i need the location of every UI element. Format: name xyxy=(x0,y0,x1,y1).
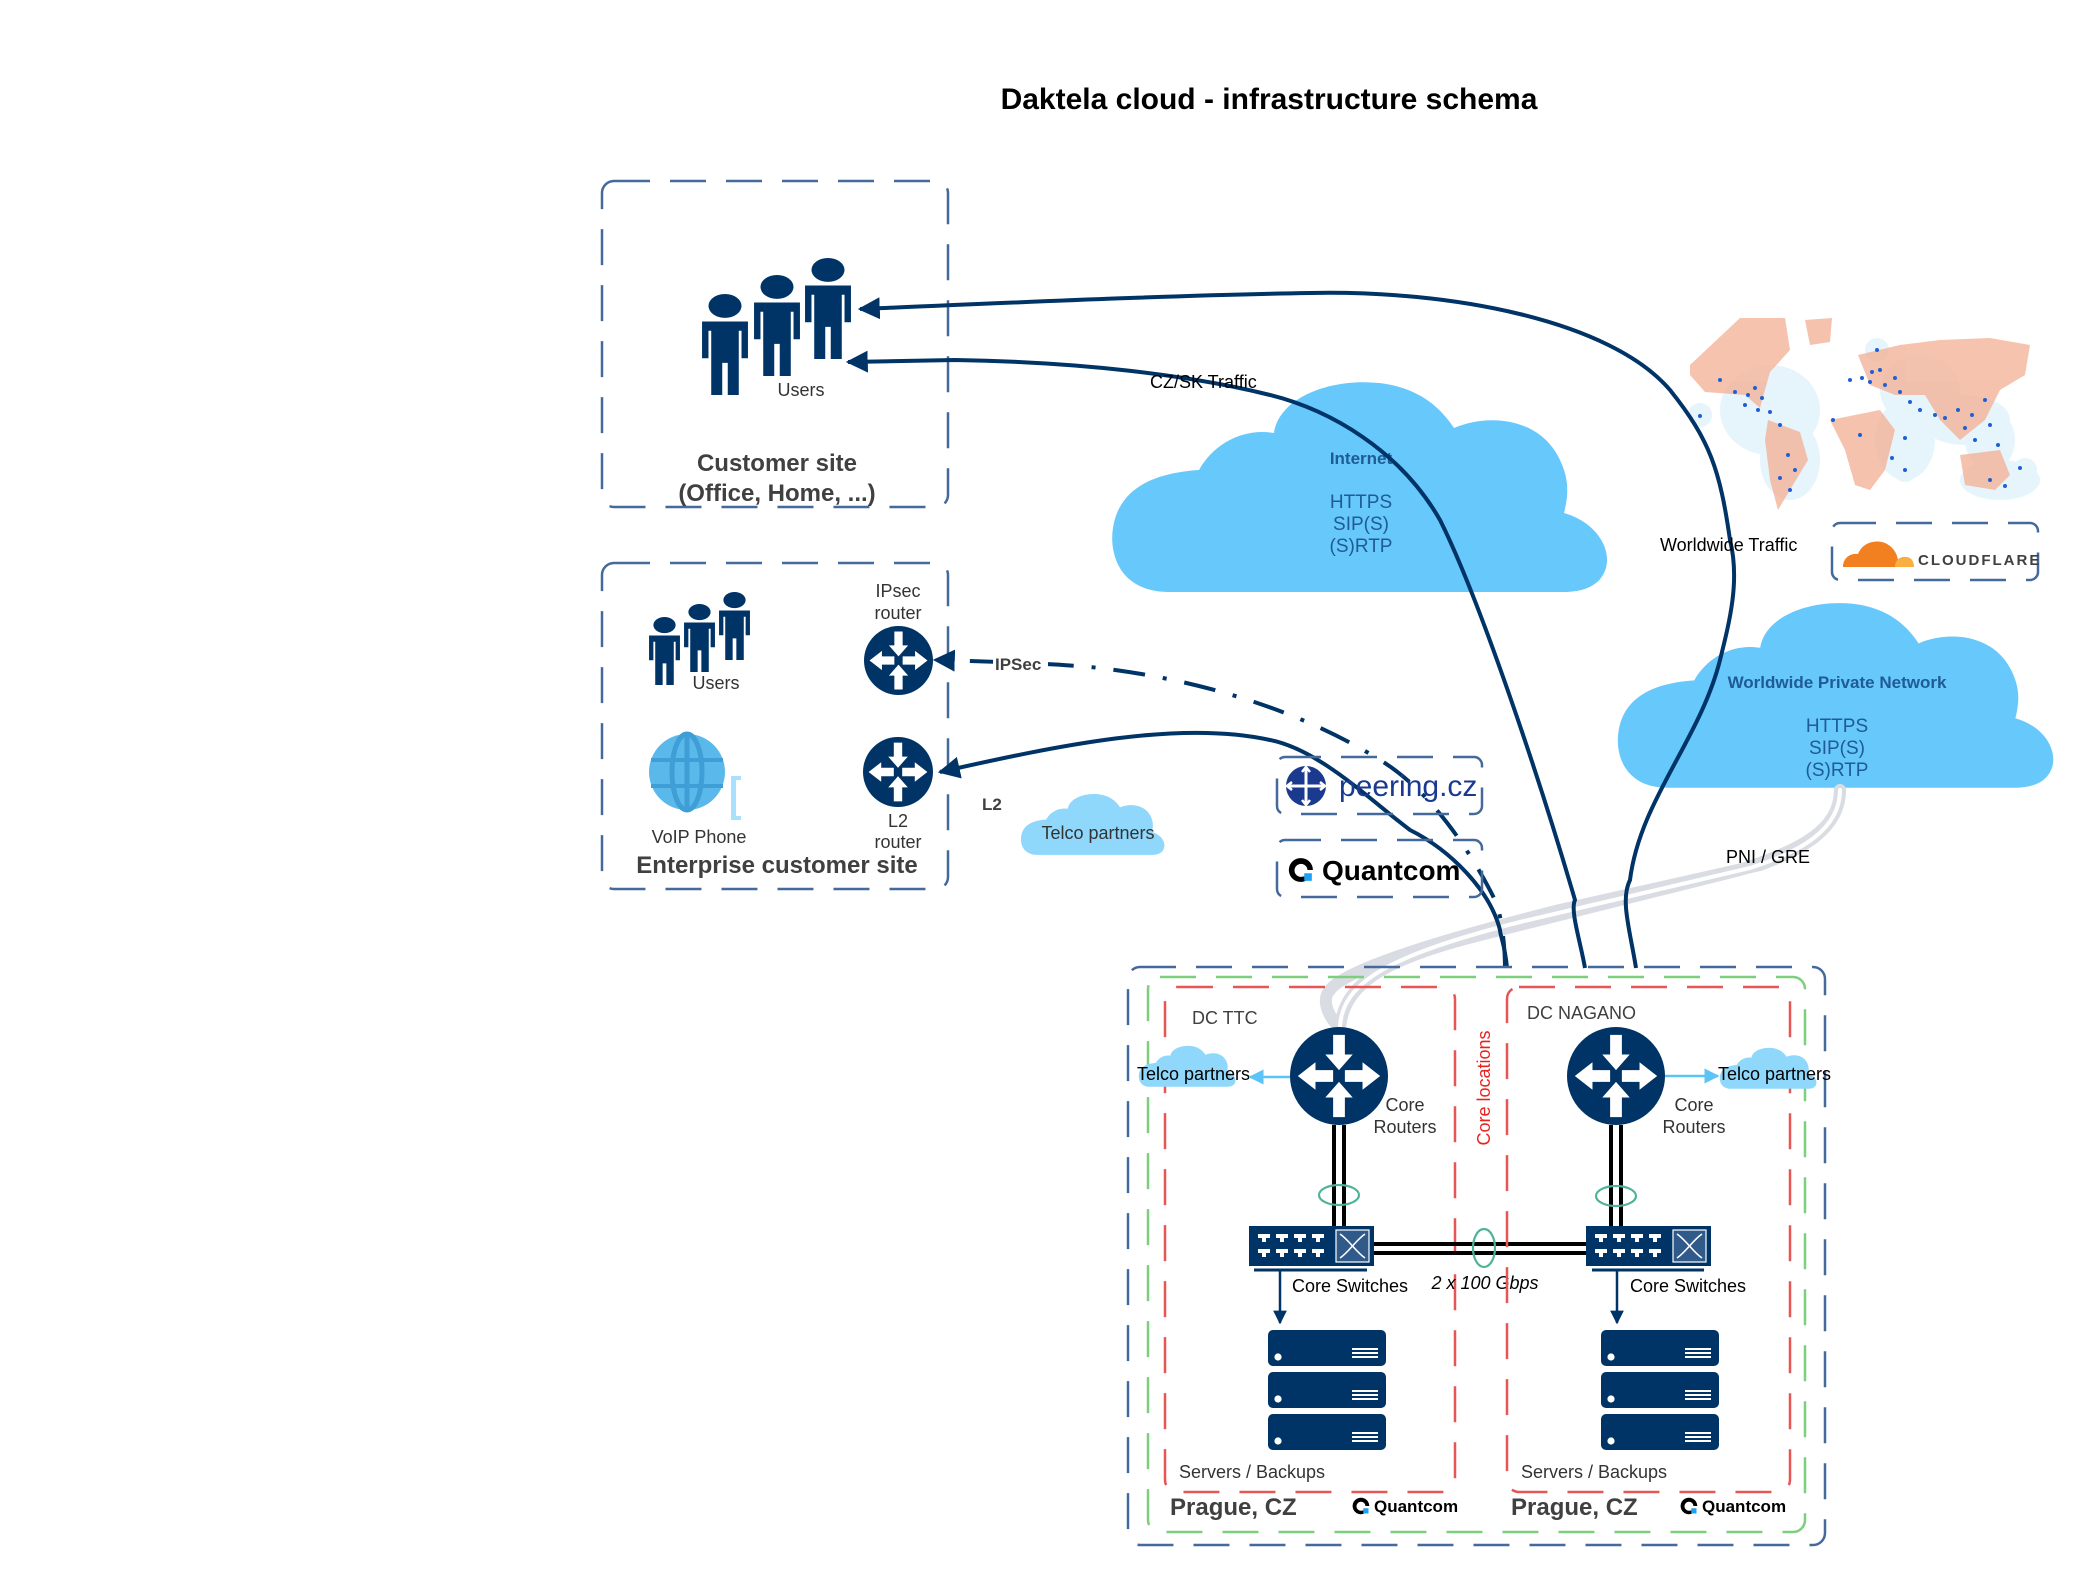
czsk-traffic-label: CZ/SK Traffic xyxy=(1150,372,1257,392)
l2-router-label-1: L2 xyxy=(888,811,908,831)
internet-cloud-title: Internet xyxy=(1330,449,1393,468)
cloudflare-logo: CLOUDFLARE xyxy=(1830,521,2041,582)
enterprise-site-group: Users IPsec router VoIP Phone L2 router … xyxy=(600,561,950,891)
dc-nagano: DC NAGANO Telco partners Core Routers Co… xyxy=(1505,985,1831,1521)
dc-ttc-router-label-2: Routers xyxy=(1373,1117,1436,1137)
dc-ttc: DC TTC Telco partners Core Routers Core … xyxy=(1137,985,1458,1521)
users-icon xyxy=(702,258,851,395)
ipsec-label: IPSec xyxy=(995,655,1041,674)
dc-nagano-box xyxy=(1505,985,1792,1494)
telco-partners-label: Telco partners xyxy=(1041,823,1154,843)
dc-nagano-provider: Quantcom xyxy=(1702,1497,1786,1516)
wpn-protocol-3: (S)RTP xyxy=(1806,760,1869,781)
dc-ttc-router-label-1: Core xyxy=(1385,1095,1424,1115)
quantcom-logo: Quantcom xyxy=(1275,838,1484,899)
l2-arrow xyxy=(937,730,1509,969)
ipsec-router-label-2: router xyxy=(874,603,921,623)
voip-phone-icon xyxy=(649,731,741,820)
enterprise-users-icon xyxy=(649,592,750,685)
ipsec-arrow xyxy=(932,649,1507,969)
dc-nagano-switch-label: Core Switches xyxy=(1630,1276,1746,1296)
customer-users-label: Users xyxy=(777,380,824,400)
dc-nagano-router-switch-link xyxy=(1594,1125,1638,1226)
dc-ttc-telco-cloud: Telco partners xyxy=(1137,1045,1250,1087)
l2-router-label-2: router xyxy=(874,832,921,852)
ipsec-router-icon[interactable] xyxy=(864,626,933,695)
dc-ttc-provider: Quantcom xyxy=(1374,1497,1458,1516)
dc-nagano-servers-label: Servers / Backups xyxy=(1521,1462,1667,1482)
telco-partners-cloud: Telco partners xyxy=(1020,794,1165,855)
customer-site-group: Users Customer site (Office, Home, ...) xyxy=(600,179,950,509)
dc-ttc-switch-label: Core Switches xyxy=(1292,1276,1408,1296)
customer-site-box xyxy=(600,179,950,509)
dc-nagano-telco-label: Telco partners xyxy=(1718,1064,1831,1084)
l2-label: L2 xyxy=(982,795,1002,814)
internet-protocol-1: HTTPS xyxy=(1330,492,1392,513)
dc-ttc-quantcom-icon xyxy=(1352,1497,1370,1515)
dc-ttc-servers-label: Servers / Backups xyxy=(1179,1462,1325,1482)
peering-cz-logo: peering.cz xyxy=(1275,755,1484,816)
dc-ttc-name: DC TTC xyxy=(1192,1008,1258,1028)
enterprise-users-label: Users xyxy=(692,673,739,693)
peering-wordmark: peering.cz xyxy=(1339,770,1477,803)
internet-cloud: Internet HTTPS SIP(S) (S)RTP xyxy=(1112,382,1608,592)
dc-ttc-core-router-icon[interactable] xyxy=(1290,1027,1388,1125)
ipsec-router-label-1: IPsec xyxy=(875,581,920,601)
inter-dc-link-label: 2 x 100 Gbps xyxy=(1430,1273,1538,1293)
inter-dc-link xyxy=(1374,1227,1590,1269)
enterprise-site-title: Enterprise customer site xyxy=(636,852,917,879)
customer-site-title-line1: Customer site xyxy=(697,450,857,477)
customer-site-title-line2: (Office, Home, ...) xyxy=(678,480,875,507)
dc-ttc-city: Prague, CZ xyxy=(1170,1494,1297,1521)
dc-ttc-router-switch-link xyxy=(1317,1125,1361,1226)
dc-nagano-router-label-2: Routers xyxy=(1662,1117,1725,1137)
dc-nagano-router-label-1: Core xyxy=(1674,1095,1713,1115)
prague-region-box xyxy=(1146,975,1807,1534)
enterprise-site-box xyxy=(600,561,950,891)
voip-phone-label: VoIP Phone xyxy=(652,827,747,847)
internet-protocol-2: SIP(S) xyxy=(1333,514,1389,535)
dc-ttc-telco-label: Telco partners xyxy=(1137,1064,1250,1084)
dc-ttc-box xyxy=(1163,985,1457,1494)
page-title: Daktela cloud - infrastructure schema xyxy=(1001,83,1538,116)
dc-nagano-name: DC NAGANO xyxy=(1527,1003,1636,1023)
dc-nagano-core-router-icon[interactable] xyxy=(1567,1027,1665,1125)
datacenter-outer-box xyxy=(1126,965,1827,1547)
cloudflare-cloud-icon xyxy=(1843,541,1914,567)
cloudflare-wordmark: CLOUDFLARE xyxy=(1918,552,2041,569)
peering-router-icon xyxy=(1284,764,1328,808)
czsk-traffic-arrow xyxy=(845,350,1587,969)
pni-gre-link xyxy=(1319,784,1846,1033)
wpn-cloud-title: Worldwide Private Network xyxy=(1728,673,1947,692)
dc-nagano-telco-cloud: Telco partners xyxy=(1718,1047,1831,1089)
dc-nagano-city: Prague, CZ xyxy=(1511,1494,1638,1521)
worldwide-private-network-cloud: Worldwide Private Network HTTPS SIP(S) (… xyxy=(1617,603,2054,788)
quantcom-wordmark: Quantcom xyxy=(1322,855,1460,886)
wpn-protocol-2: SIP(S) xyxy=(1809,738,1865,759)
world-map-icon xyxy=(1688,318,2040,510)
worldwide-traffic-arrow xyxy=(857,290,1737,969)
pni-gre-label: PNI / GRE xyxy=(1726,847,1810,867)
wpn-protocol-1: HTTPS xyxy=(1806,716,1868,737)
dc-nagano-quantcom-icon xyxy=(1680,1497,1698,1515)
internet-protocol-3: (S)RTP xyxy=(1330,536,1393,557)
core-locations-label: Core locations xyxy=(1474,1030,1494,1145)
dc-nagano-core-switch-icon[interactable] xyxy=(1586,1226,1711,1266)
dc-nagano-servers-icon xyxy=(1601,1330,1719,1450)
dc-ttc-core-switch-icon[interactable] xyxy=(1249,1226,1374,1266)
l2-router-icon[interactable] xyxy=(863,737,933,807)
quantcom-q-icon xyxy=(1288,858,1313,882)
worldwide-traffic-label: Worldwide Traffic xyxy=(1660,535,1797,555)
dc-ttc-servers-icon xyxy=(1268,1330,1386,1450)
